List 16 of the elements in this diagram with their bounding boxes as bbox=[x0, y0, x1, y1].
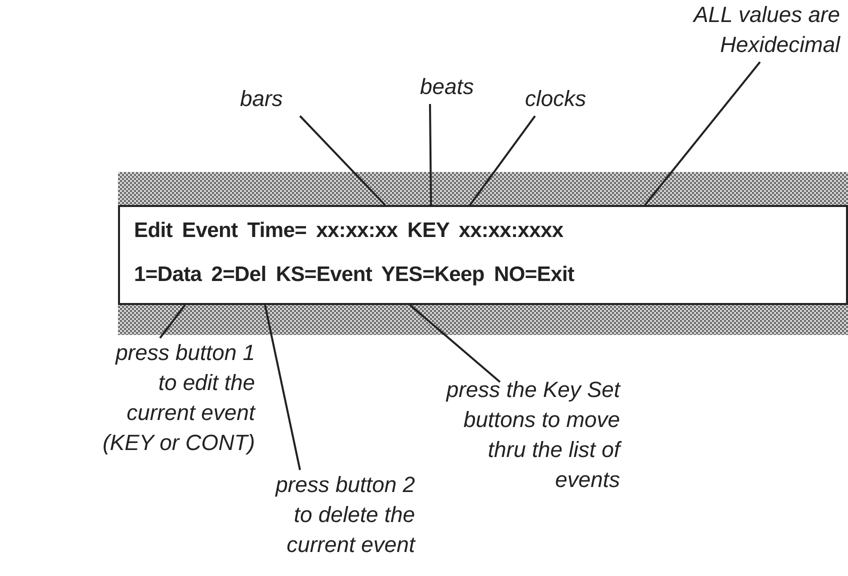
leader-line bbox=[644, 61, 761, 206]
callout-text: press button 2 to delete the current event bbox=[260, 470, 415, 560]
display-screen bbox=[118, 205, 848, 305]
leader-line bbox=[409, 304, 501, 383]
callout-text: press the Key Set buttons to move thru the list of events bbox=[440, 375, 620, 495]
leader-line bbox=[159, 304, 186, 339]
leader-line bbox=[429, 104, 432, 206]
display-text: Edit Event Time= xx:xx:xx KEY xx:xx:xxxx bbox=[134, 219, 564, 243]
callout-text: press button 1 to edit the current event (KEY or CONT) bbox=[95, 338, 255, 458]
callout-text: bars bbox=[240, 84, 310, 114]
callout-text: beats bbox=[420, 72, 495, 102]
leader-line bbox=[299, 115, 386, 206]
callout-text: ALL values are Hexidecimal bbox=[640, 0, 840, 60]
leader-line bbox=[264, 304, 301, 470]
display-text: 1=Data 2=Del KS=Event YES=Keep NO=Exit bbox=[134, 263, 574, 287]
callout-text: clocks bbox=[525, 84, 605, 114]
